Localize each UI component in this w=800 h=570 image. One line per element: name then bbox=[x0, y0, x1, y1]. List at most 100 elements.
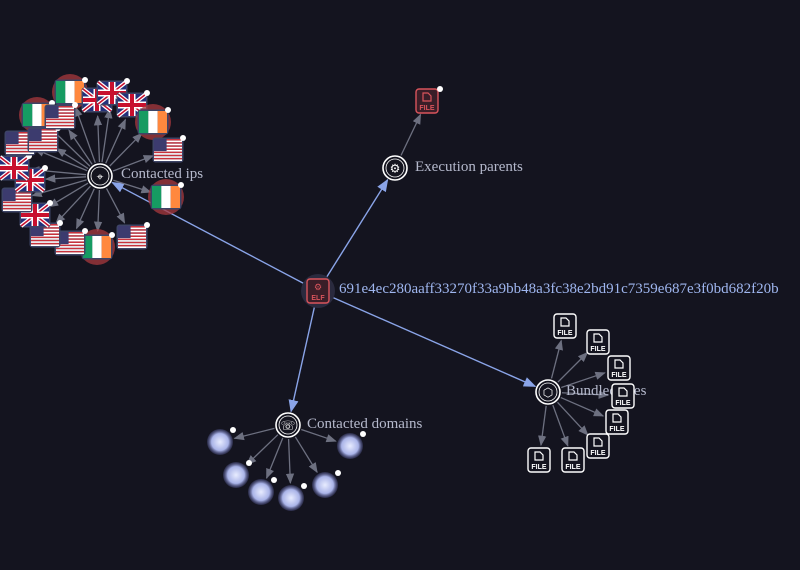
child-edge bbox=[109, 132, 143, 167]
domain-node-globe[interactable] bbox=[248, 477, 277, 505]
domain-node-globe[interactable] bbox=[223, 460, 252, 488]
child-edge bbox=[75, 188, 95, 230]
child-edge bbox=[68, 129, 93, 165]
child-edge bbox=[105, 118, 127, 164]
center-node-label[interactable]: 691e4ec280aaff33270f33a9bb48a3fc38e2bd91… bbox=[339, 281, 779, 297]
ip-node-flag-us[interactable] bbox=[116, 222, 151, 250]
expand-dot[interactable] bbox=[82, 228, 88, 234]
ip-node-flag-uk[interactable] bbox=[0, 153, 32, 181]
child-edge bbox=[285, 438, 295, 485]
contacted-ips-label[interactable]: Contacted ips bbox=[121, 166, 204, 182]
ip-node-flag-us[interactable] bbox=[54, 228, 89, 256]
child-edge bbox=[301, 428, 337, 443]
bundled-files-icon: ⬡ bbox=[543, 386, 553, 400]
globe-icon bbox=[278, 485, 304, 511]
execution-parents-icon: ⚙ bbox=[390, 162, 401, 176]
globe-icon bbox=[312, 472, 338, 498]
expand-dot[interactable] bbox=[230, 427, 236, 433]
ip-node-flag-ie[interactable] bbox=[52, 74, 88, 110]
contacted-domains-node[interactable]: ☏ bbox=[275, 412, 301, 438]
child-edge bbox=[93, 189, 103, 233]
file-icon bbox=[422, 92, 432, 102]
contacted-domains-label[interactable]: Contacted domains bbox=[307, 416, 423, 432]
group-edge bbox=[331, 296, 537, 388]
expand-dot[interactable] bbox=[72, 102, 78, 108]
child-edge bbox=[294, 436, 318, 474]
ip-node-flag-ie[interactable] bbox=[148, 179, 184, 215]
child-edge bbox=[557, 351, 589, 383]
ip-node-flag-us[interactable] bbox=[29, 220, 64, 248]
child-edge bbox=[560, 396, 605, 417]
execution-parents-node[interactable]: ⚙ bbox=[382, 155, 408, 181]
child-edge bbox=[47, 182, 89, 208]
child-edge bbox=[55, 147, 89, 170]
domain-node-globe[interactable] bbox=[278, 483, 307, 511]
domain-node-globe[interactable] bbox=[337, 431, 366, 459]
child-edge bbox=[55, 185, 91, 225]
globe-icon bbox=[248, 479, 274, 505]
expand-dot[interactable] bbox=[360, 431, 366, 437]
child-edge bbox=[552, 404, 569, 447]
expand-dot[interactable] bbox=[144, 222, 150, 228]
expand-dot[interactable] bbox=[109, 232, 115, 238]
child-edge bbox=[113, 179, 152, 194]
svg-text:ELF: ELF bbox=[311, 295, 325, 302]
child-edge bbox=[112, 155, 155, 172]
ip-node-flag-ie[interactable] bbox=[79, 229, 115, 265]
ip-node-flag-ie[interactable] bbox=[135, 104, 171, 140]
group-edge bbox=[288, 305, 316, 413]
expand-dot[interactable] bbox=[124, 78, 130, 84]
expand-dot[interactable] bbox=[335, 470, 341, 476]
child-edge bbox=[74, 106, 96, 164]
child-edge bbox=[105, 188, 126, 224]
contacted-ips-node[interactable]: ⌖ bbox=[87, 163, 113, 189]
expand-dot[interactable] bbox=[301, 483, 307, 489]
child-edge bbox=[561, 371, 606, 389]
expand-dot[interactable] bbox=[437, 86, 443, 92]
child-edge bbox=[400, 113, 422, 156]
child-edge bbox=[246, 434, 279, 466]
contacted-ips-icon: ⌖ bbox=[97, 170, 104, 184]
execution-parents-label[interactable]: Execution parents bbox=[415, 159, 523, 175]
contacted-domains-icon: ☏ bbox=[280, 419, 295, 433]
bundled-files-node[interactable]: ⬡ bbox=[535, 379, 561, 405]
ip-node-flag-uk[interactable] bbox=[19, 200, 54, 228]
group-edge bbox=[325, 178, 389, 279]
child-edge bbox=[44, 174, 87, 183]
expand-dot[interactable] bbox=[165, 107, 171, 113]
globe-icon bbox=[223, 462, 249, 488]
ip-node-flag-us[interactable] bbox=[1, 185, 36, 213]
expand-dot[interactable] bbox=[47, 200, 53, 206]
child-edge bbox=[31, 179, 87, 197]
domain-node-globe[interactable] bbox=[312, 470, 341, 498]
expand-dot[interactable] bbox=[42, 165, 48, 171]
expand-dot[interactable] bbox=[57, 220, 63, 226]
domain-node-globe[interactable] bbox=[207, 427, 236, 455]
group-edge bbox=[111, 181, 306, 285]
child-edge bbox=[233, 427, 275, 441]
globe-icon bbox=[337, 433, 363, 459]
expand-dot[interactable] bbox=[178, 182, 184, 188]
child-edge bbox=[561, 390, 610, 399]
center-elf-node[interactable]: ⚙ ELF bbox=[301, 274, 335, 308]
expand-dot[interactable] bbox=[246, 460, 252, 466]
expand-dot[interactable] bbox=[82, 77, 88, 83]
child-edge bbox=[550, 339, 563, 379]
child-edge bbox=[101, 107, 113, 163]
child-edge bbox=[538, 405, 547, 447]
child-edge bbox=[93, 114, 103, 163]
ip-node-flag-us[interactable] bbox=[44, 102, 79, 130]
elf-file-icon: ⚙ bbox=[314, 282, 322, 292]
expand-dot[interactable] bbox=[271, 477, 277, 483]
malicious-file-node[interactable]: FILE bbox=[415, 86, 443, 114]
bundled-files-label[interactable]: Bundled files bbox=[566, 383, 647, 399]
ip-node-flag-us[interactable] bbox=[152, 135, 187, 163]
child-edge bbox=[557, 401, 589, 436]
globe-icon bbox=[207, 429, 233, 455]
expand-dot[interactable] bbox=[180, 135, 186, 141]
svg-text:FILE: FILE bbox=[419, 105, 434, 112]
child-edge bbox=[33, 148, 88, 172]
expand-dot[interactable] bbox=[144, 90, 150, 96]
